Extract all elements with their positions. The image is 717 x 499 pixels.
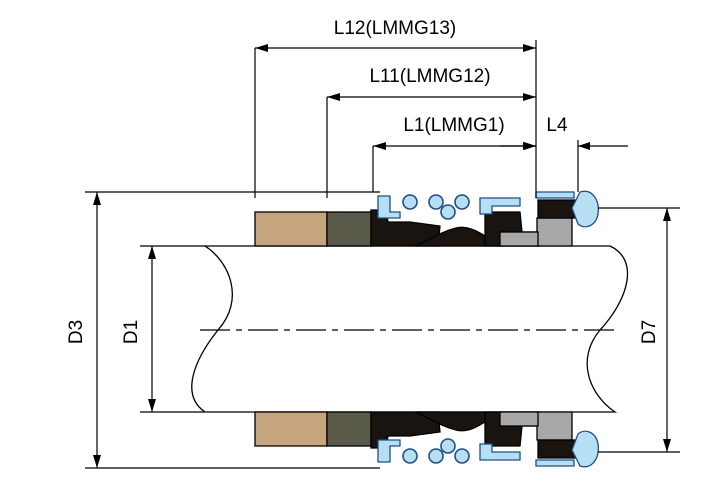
stationary-seat-upper	[254, 211, 328, 247]
stationary-seat-lower	[254, 411, 328, 447]
seat-oring-upper	[571, 190, 599, 228]
shaft	[191, 245, 628, 413]
dimension-l12: L12(LMMG13)	[254, 18, 537, 198]
spring-coil-upper-2	[428, 194, 444, 210]
spring-coil-lower-1	[402, 448, 418, 464]
seat-rubber-lower	[537, 439, 577, 459]
label-l4: L4	[546, 115, 568, 136]
rotating-face-upper	[536, 217, 573, 247]
label-d3: D3	[66, 320, 87, 344]
spacer-ring-upper	[499, 231, 539, 247]
bellows-upper	[326, 211, 372, 247]
seat-rubber-upper	[537, 199, 577, 219]
dimension-l11: L11(LMMG12)	[326, 66, 536, 198]
seat-clip-upper	[535, 191, 575, 199]
dimension-d7: D7	[598, 207, 680, 453]
spring-coil-upper-4	[440, 204, 456, 220]
label-l12: L12(LMMG13)	[334, 18, 457, 39]
dimension-d3: D3	[66, 191, 380, 469]
bellows-lower	[326, 411, 372, 447]
dimension-l1: L1(LMMG1)	[372, 115, 536, 192]
seat-oring-lower	[571, 430, 599, 468]
retainer-clip-upper-left	[377, 195, 401, 219]
label-d1: D1	[121, 320, 142, 344]
retainer-clip-lower-left	[377, 439, 401, 463]
dimension-d1: D1	[121, 245, 205, 413]
dimension-l4: L4	[500, 115, 628, 192]
retainer-clip-upper-right	[479, 197, 521, 215]
seal-upper-half	[254, 190, 599, 247]
label-l1: L1(LMMG1)	[403, 115, 504, 136]
shaft-body	[191, 245, 628, 413]
spring-coil-lower-3	[454, 448, 470, 464]
spring-coil-upper-3	[454, 194, 470, 210]
spring-coil-lower-2	[428, 448, 444, 464]
spring-coil-upper-1	[402, 194, 418, 210]
retainer-clip-lower-right	[479, 443, 521, 461]
label-l11: L11(LMMG12)	[369, 66, 490, 87]
seat-clip-lower	[535, 459, 575, 467]
rotating-face-lower	[536, 411, 573, 441]
spacer-ring-lower	[499, 411, 539, 427]
label-d7: D7	[639, 320, 660, 344]
seal-lower-half	[254, 411, 599, 468]
spring-coil-lower-4	[440, 438, 456, 454]
